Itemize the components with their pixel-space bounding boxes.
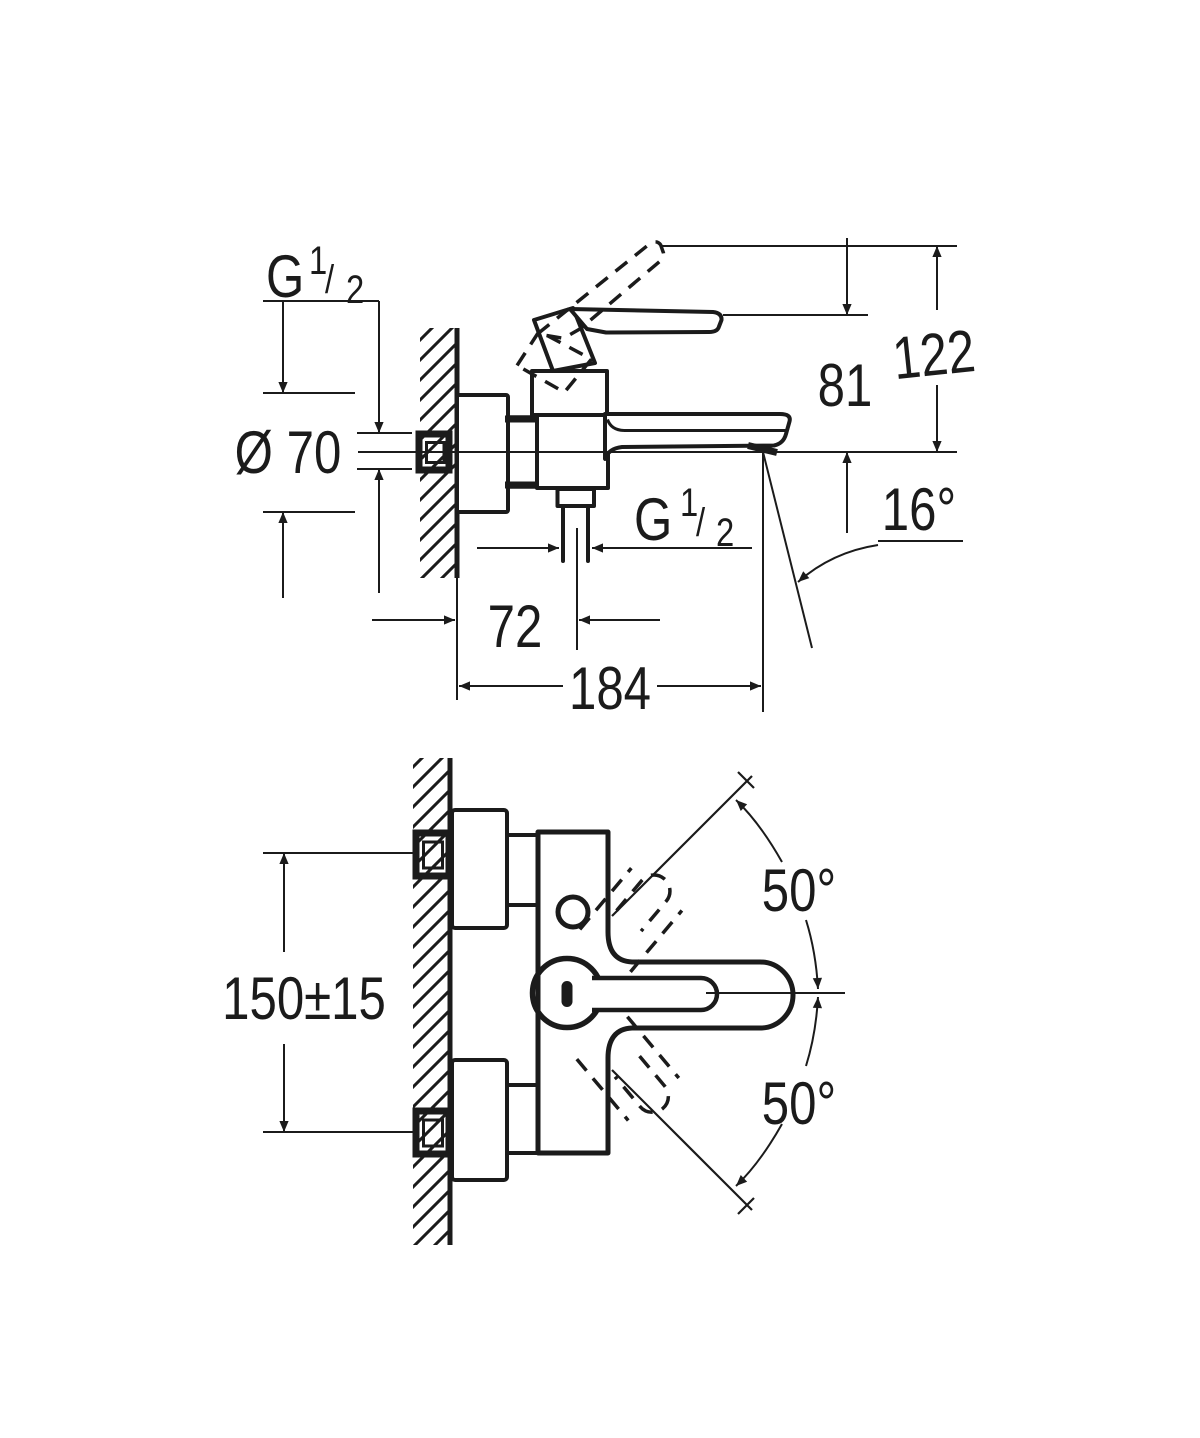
wall-hatch: [420, 328, 460, 700]
shower-outlet-nut: [555, 487, 596, 508]
union-nut-lower: [412, 1107, 453, 1158]
thread-size-numerator-bottom: 1: [680, 480, 698, 525]
total-height-label: 122: [889, 316, 978, 392]
thread-size-numerator-top: 1: [309, 238, 327, 283]
eccentric-upper: [505, 833, 541, 907]
swivel-angle-up-label: 50°: [762, 856, 836, 924]
thread-size-denominator-top: 2: [346, 267, 364, 312]
dimension-lines: [263, 238, 963, 712]
spout-angle-line: [762, 451, 813, 649]
escutcheon-upper: [450, 808, 509, 930]
plan-view-labels: 150±15 50° 50°: [222, 856, 836, 1137]
body-upper: [530, 369, 609, 417]
eccentric-lower: [505, 1083, 541, 1155]
thread-size-label-top: G: [266, 242, 304, 310]
wall-to-outlet-label: 72: [488, 592, 543, 660]
union-nut-upper: [412, 829, 453, 880]
lever-handle-open-dashed: [515, 240, 666, 395]
swivel-angle-geometry: [611, 771, 823, 1215]
swivel-angle-down-label: 50°: [762, 1069, 836, 1137]
thread-size-denominator-bottom: 2: [716, 510, 734, 555]
lever-handle-closed: [568, 307, 724, 335]
handle-position-up-dashed: [578, 867, 684, 973]
thread-size-label-bottom: G: [634, 485, 672, 553]
plan-dimension-lines: [263, 852, 417, 1133]
angle-leader-arc: [797, 544, 879, 583]
side-view-labels: G 1 / 2 Ø 70 122 81 16° 72 184 G 1 / 2: [235, 238, 979, 722]
spout-angle-label: 16°: [882, 475, 956, 543]
handle-position-down-dashed: [575, 1015, 681, 1122]
lever-base: [532, 306, 597, 373]
set-screw: [555, 894, 591, 930]
total-projection-label: 184: [569, 654, 651, 722]
thread-size-slash-bottom: /: [696, 500, 706, 545]
mixer-side-profile: [358, 306, 957, 563]
keyhole-mark: [561, 981, 573, 1007]
mounting-distance-label: 150±15: [222, 964, 386, 1032]
escutcheon: [455, 393, 510, 514]
plan-view-drawing: 150±15 50° 50°: [222, 758, 845, 1245]
side-view-drawing: G 1 / 2 Ø 70 122 81 16° 72 184 G 1 / 2: [235, 238, 979, 722]
handle-recess: [592, 975, 720, 1013]
escutcheon-lower: [450, 1058, 509, 1182]
thread-size-slash-top: /: [325, 257, 335, 302]
spout-height-label: 81: [818, 351, 873, 419]
flange-diameter-label: Ø 70: [235, 418, 342, 486]
mixer-plan-profile: [529, 829, 845, 1156]
shower-outlet-pipe: [561, 504, 590, 563]
